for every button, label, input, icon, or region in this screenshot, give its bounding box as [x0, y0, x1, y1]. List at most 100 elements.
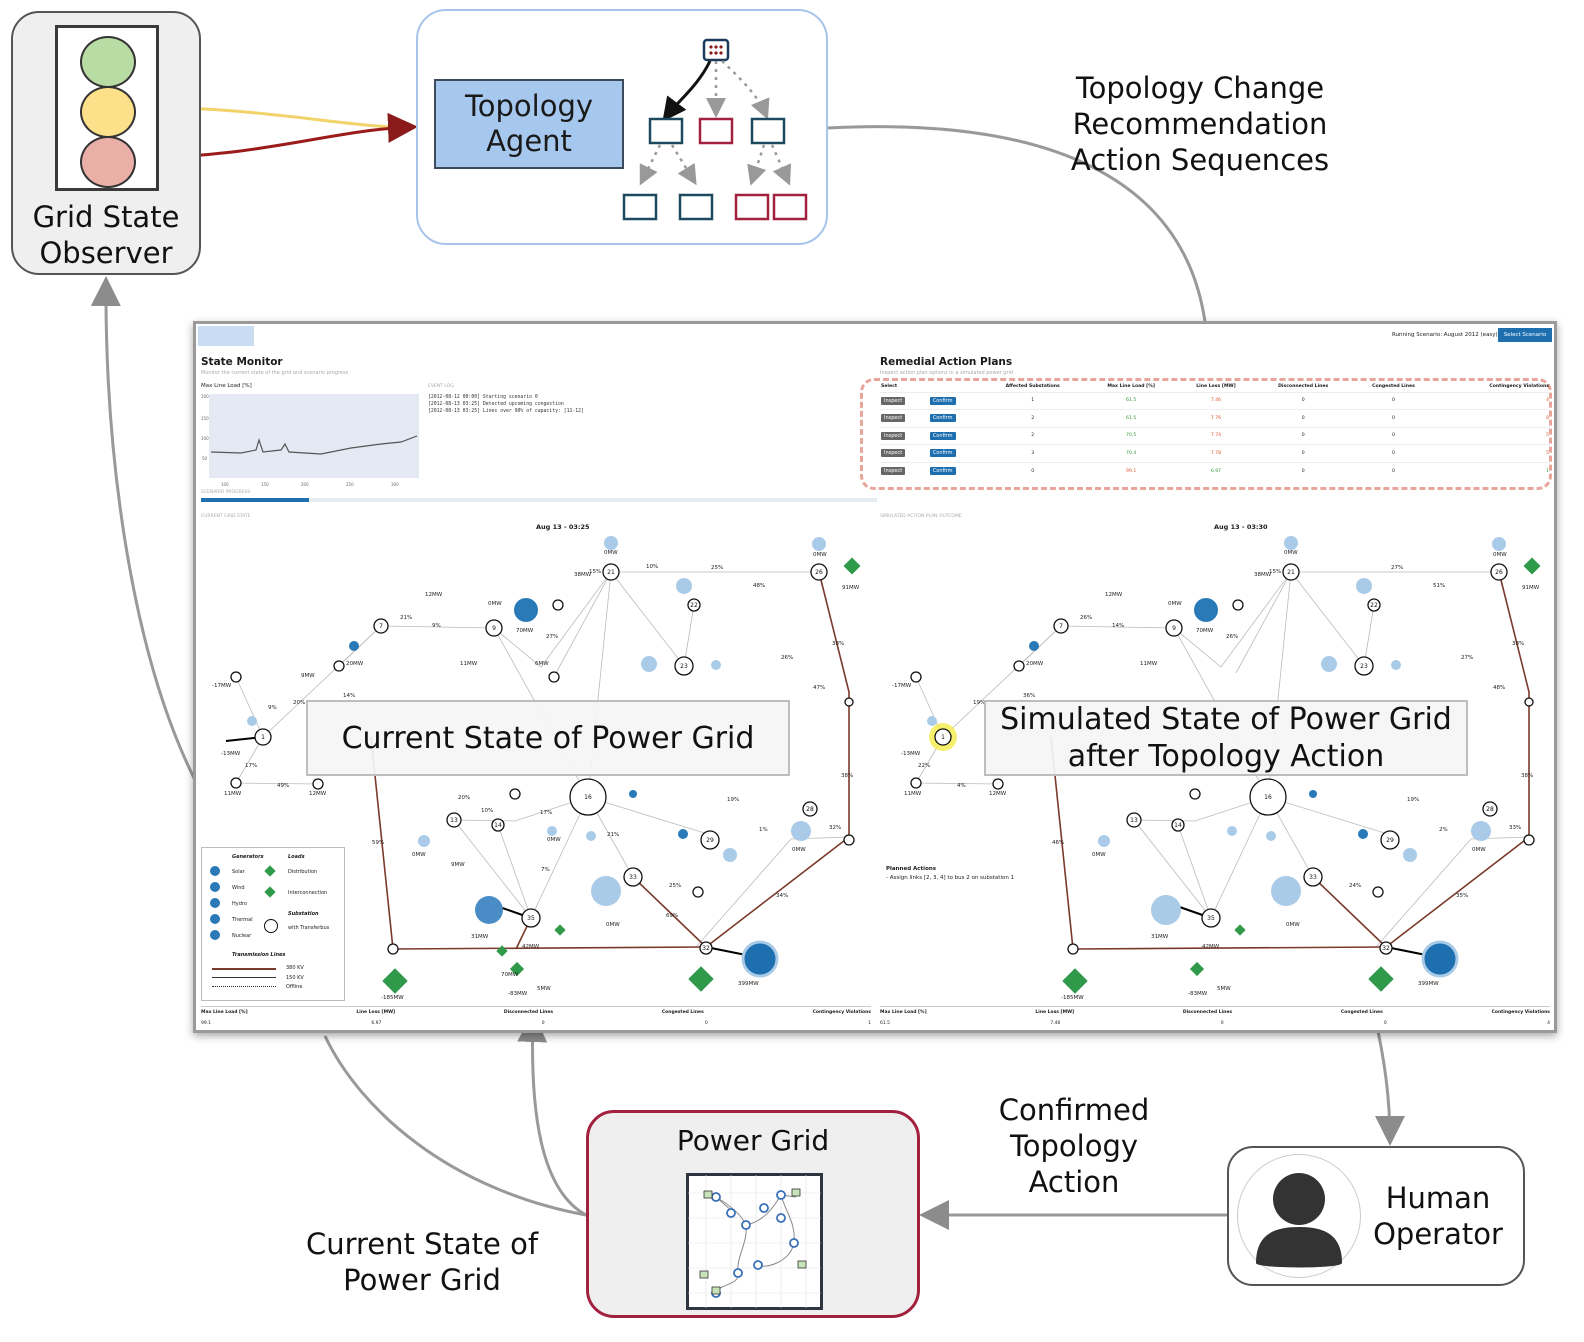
svg-text:0MW: 0MW [813, 552, 827, 558]
svg-text:-83MW: -83MW [1188, 991, 1208, 997]
svg-text:0MW: 0MW [1092, 852, 1106, 858]
svg-text:23: 23 [680, 663, 688, 670]
human-operator-box: Human Operator [1227, 1146, 1525, 1286]
power-grid-title: Power Grid [676, 1124, 830, 1157]
recommendation-line-3: Action Sequences [1070, 143, 1330, 177]
footer-value: 99.1 [201, 1021, 212, 1026]
remedial-highlight [860, 378, 1552, 490]
svg-text:22: 22 [1370, 602, 1378, 609]
confirmed-line-2: Topology [1009, 1129, 1139, 1163]
svg-text:12MW: 12MW [425, 592, 443, 598]
svg-text:25%: 25% [669, 883, 681, 889]
svg-text:70MW: 70MW [1196, 628, 1214, 634]
cell: 2 [1031, 433, 1035, 439]
recommendation-line-2: Recommendation [1072, 107, 1328, 141]
svg-text:17%: 17% [245, 763, 257, 769]
svg-text:13: 13 [450, 817, 458, 824]
svg-text:59%: 59% [372, 840, 384, 846]
footer-values-right: 61.5 7.46 0 0 4 [880, 1021, 1550, 1026]
select-scenario-button[interactable]: Select Scenario [1498, 328, 1552, 342]
svg-text:28: 28 [1486, 806, 1494, 813]
svg-text:20MW: 20MW [346, 661, 364, 667]
svg-text:29: 29 [706, 837, 714, 844]
cell: 0 [1391, 450, 1395, 456]
inspect-button[interactable]: Inspect [881, 449, 906, 458]
operator-line-1: Human [1385, 1181, 1491, 1215]
cell: 7.46 [1210, 398, 1222, 404]
tree-node-4 [622, 193, 658, 221]
footer-header: Congested Lines [1340, 1010, 1383, 1015]
svg-text:22%: 22% [918, 763, 930, 769]
footer-value: 0 [1220, 1021, 1224, 1026]
cell: 7.78 [1210, 450, 1222, 456]
svg-text:1: 1 [261, 734, 265, 741]
cell: 7.76 [1210, 415, 1222, 421]
topology-agent-block: Topology Agent [434, 79, 624, 169]
svg-text:20%: 20% [458, 795, 470, 801]
cell: 2 [1031, 415, 1035, 421]
agent-label-2: Agent [486, 124, 572, 158]
cell: 0 [1391, 468, 1395, 474]
cell: 61.5 [1126, 398, 1137, 404]
legend-transferbus: with Transferbus [288, 925, 330, 931]
svg-text:9: 9 [492, 625, 496, 632]
svg-text:21: 21 [607, 569, 615, 576]
svg-text:47%: 47% [813, 685, 825, 691]
th-disconnected: Disconnected Lines [1278, 384, 1329, 390]
scenario-progress-fill [201, 498, 310, 502]
inspect-button[interactable]: Inspect [881, 414, 906, 423]
legend-hydro: Hydro [232, 901, 247, 907]
svg-text:25%: 25% [711, 565, 723, 571]
inspect-button[interactable]: Inspect [881, 467, 906, 475]
scenario-progress-track [201, 498, 877, 502]
remedial-subtitle: Inspect action plan options in a simulat… [880, 370, 1014, 376]
confirm-button[interactable]: Confirm [929, 431, 956, 440]
footer-value: 0 [1383, 1021, 1387, 1026]
line-offline-swatch [212, 986, 276, 987]
inspect-button[interactable]: Inspect [881, 431, 906, 440]
user-avatar-icon [1237, 1154, 1361, 1278]
thermal-icon [210, 914, 220, 924]
svg-text:100: 100 [201, 436, 209, 441]
cell: 0 [1301, 468, 1305, 474]
th-select: Select [881, 384, 898, 390]
overlay-current-state: Current State of Power Grid [306, 700, 790, 776]
confirm-button[interactable]: Confirm [929, 467, 956, 475]
recommendation-line-1: Topology Change [1075, 71, 1325, 105]
agent-label-1: Topology [464, 89, 594, 123]
power-grid-box: Power Grid [586, 1110, 920, 1318]
grid-to-screen-arrow [517, 1012, 587, 1217]
line-380kv-swatch [212, 968, 276, 970]
svg-text:1: 1 [941, 734, 945, 741]
footer-value: 6.97 [371, 1021, 382, 1026]
legend-380kv: 380 KV [286, 965, 304, 971]
svg-text:10%: 10% [646, 564, 658, 570]
svg-text:33%: 33% [1509, 825, 1521, 831]
substation-icon [264, 919, 278, 933]
legend-loads: Loads [288, 854, 305, 860]
confirm-button[interactable]: Confirm [929, 449, 956, 458]
svg-text:12MW: 12MW [309, 791, 327, 797]
footer-header: Disconnected Lines [1182, 1010, 1233, 1015]
confirm-button[interactable]: Confirm [929, 414, 956, 423]
legend-generators: Generators [232, 854, 264, 860]
svg-text:31MW: 31MW [1151, 934, 1169, 940]
svg-text:38MW: 38MW [1254, 572, 1272, 578]
svg-text:70MW: 70MW [501, 972, 519, 978]
th-affected: Affected Substations [1005, 384, 1060, 390]
svg-text:48%: 48% [1493, 685, 1505, 691]
svg-text:21: 21 [1287, 569, 1295, 576]
svg-text:9MW: 9MW [301, 673, 315, 679]
time-left: Aug 13 - 03:25 [536, 523, 590, 531]
svg-text:35: 35 [527, 915, 535, 922]
svg-text:7%: 7% [541, 867, 550, 873]
svg-text:14: 14 [494, 822, 502, 829]
svg-text:24%: 24% [1349, 883, 1361, 889]
red-light [80, 136, 136, 188]
inspect-button[interactable]: Inspect [881, 396, 906, 405]
svg-text:12MW: 12MW [989, 791, 1007, 797]
confirm-button[interactable]: Confirm [929, 396, 956, 405]
svg-text:-185MW: -185MW [381, 995, 404, 999]
svg-text:7: 7 [1059, 623, 1063, 630]
